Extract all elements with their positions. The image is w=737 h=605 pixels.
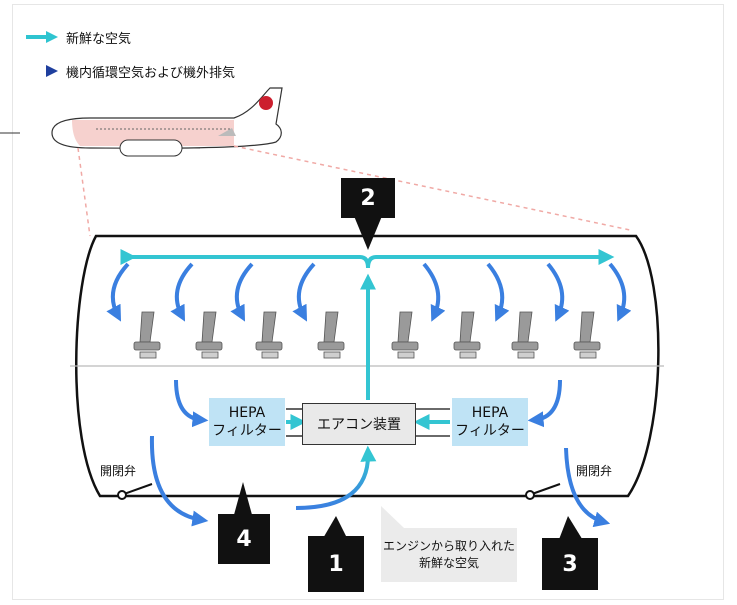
engine-air-line2: 新鮮な空気 [418, 556, 479, 570]
seat-row [133, 311, 601, 359]
recirculated-arrow-icon [26, 65, 58, 77]
legend-fresh-air-label: 新鮮な空気 [66, 31, 132, 47]
badge-4: 4 [218, 514, 270, 564]
engine-air-callout: エンジンから取り入れた 新鮮な空気 [381, 528, 517, 582]
legend-recirculated: 機内循環空気および機外排気 [24, 60, 235, 82]
badge-1: 1 [308, 536, 364, 592]
airline-logo-icon [259, 96, 273, 110]
diagram-frame [12, 4, 724, 600]
fresh-air-arrow-icon [26, 31, 58, 43]
valve-label-left: 開閉弁 [100, 464, 137, 478]
legend-recirculated-label: 機内循環空気および機外排気 [66, 65, 236, 81]
badge-3: 3 [542, 538, 598, 590]
hepa-filter-left: HEPA フィルター [209, 398, 285, 446]
hepa-left-line2: フィルター [212, 423, 282, 439]
hepa-filter-right: HEPA フィルター [452, 398, 528, 446]
airplane-icon [0, 87, 283, 157]
valve-label-right: 開閉弁 [576, 464, 613, 478]
hepa-right-line1: HEPA [471, 405, 509, 421]
air-conditioning-unit: エアコン装置 [302, 403, 416, 445]
hepa-right-line2: フィルター [455, 423, 525, 439]
badge-2: 2 [341, 178, 395, 218]
legend-fresh-air: 新鮮な空気 [24, 26, 131, 48]
engine-air-line1: エンジンから取り入れた [382, 539, 515, 553]
hepa-left-line1: HEPA [228, 405, 266, 421]
